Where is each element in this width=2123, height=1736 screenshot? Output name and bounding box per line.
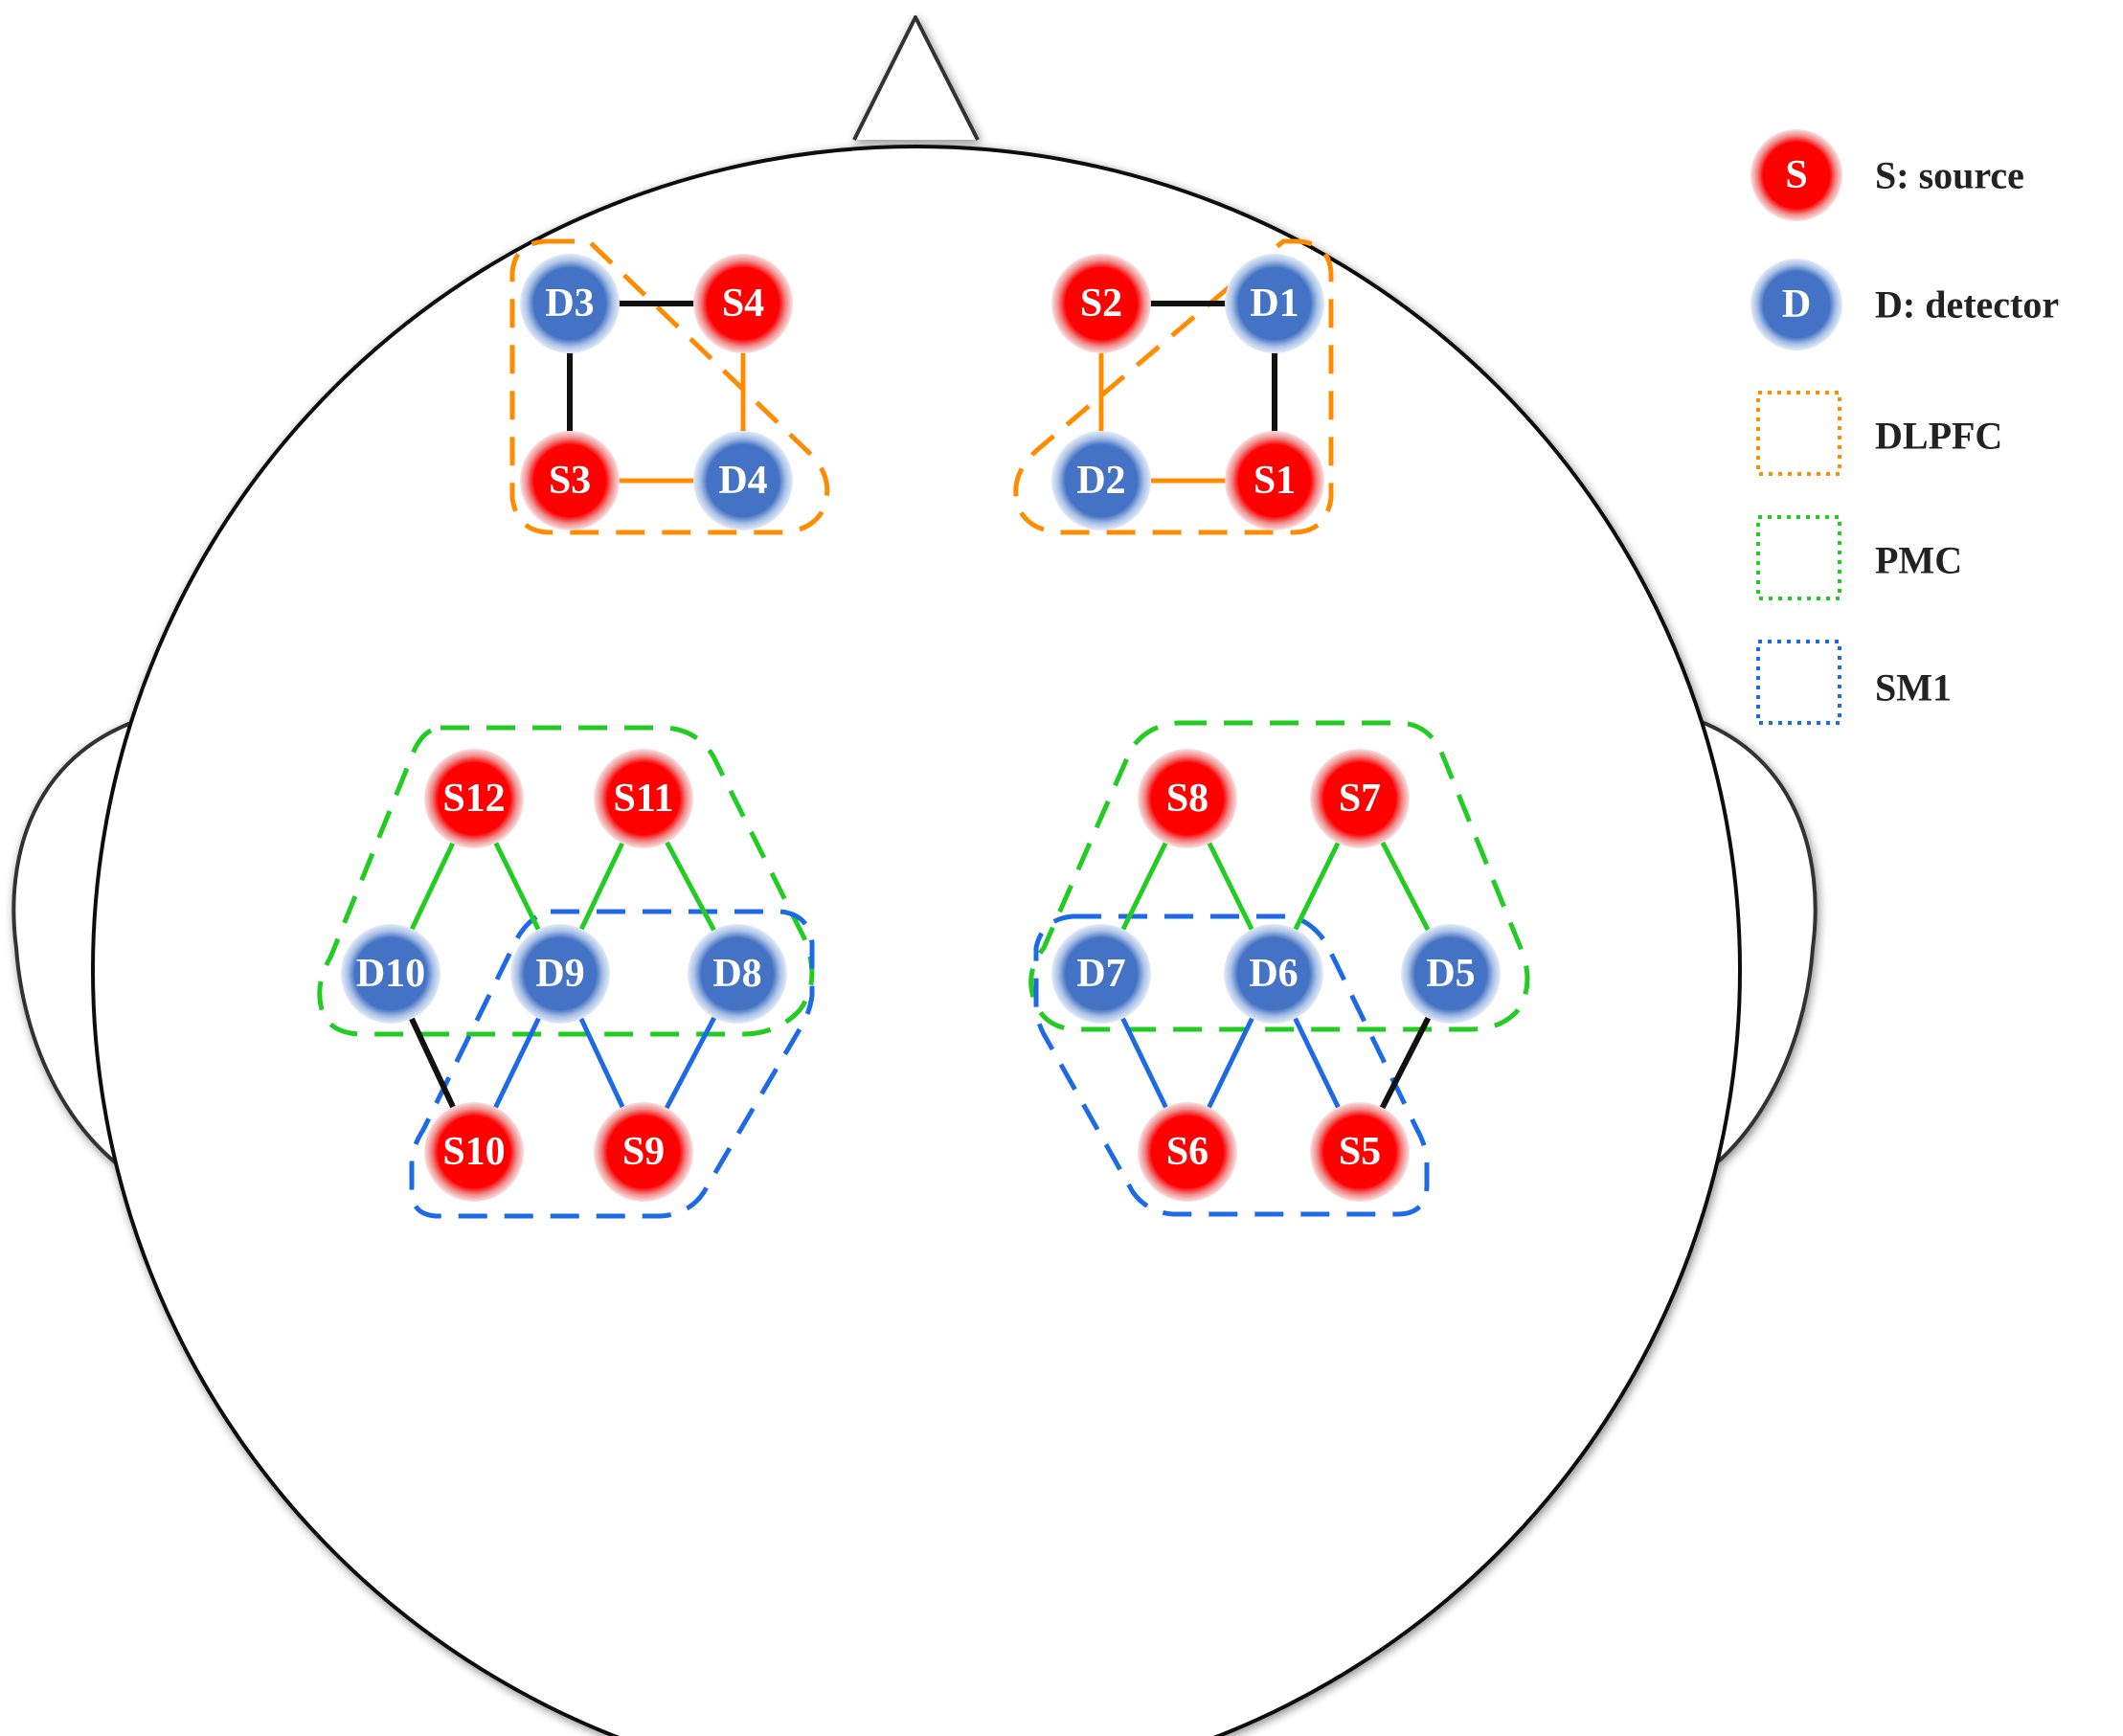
legend-source-label: S: source	[1875, 154, 2024, 197]
detector-d9: D9	[510, 924, 610, 1024]
source-s8: S8	[1138, 749, 1237, 848]
node-label: S9	[622, 1130, 665, 1174]
detector-marker	[1051, 431, 1151, 530]
node-label: S8	[1166, 777, 1208, 821]
detector-marker	[693, 431, 793, 530]
detector-d3: D3	[520, 254, 620, 353]
legend-sm1-swatch	[1756, 640, 1841, 725]
detector-d7: D7	[1051, 924, 1151, 1024]
source-marker	[1310, 1102, 1410, 1202]
detector-marker	[520, 254, 620, 353]
nose	[852, 15, 980, 141]
legend-pmc: PMC	[1756, 515, 1962, 600]
region-outlines	[317, 238, 1530, 1219]
node-label: D8	[712, 952, 761, 996]
detector-d4: D4	[693, 431, 793, 530]
detector-marker	[510, 924, 610, 1024]
source-marker	[424, 749, 524, 848]
detector-d6: D6	[1224, 924, 1323, 1024]
detector-d1: D1	[1225, 254, 1324, 353]
detector-d2: D2	[1051, 431, 1151, 530]
node-label: S12	[442, 777, 505, 821]
detector-d5: D5	[1401, 924, 1501, 1024]
node-label: S6	[1166, 1130, 1208, 1174]
source-marker	[1138, 749, 1237, 848]
legend-detector-marker	[1750, 259, 1842, 350]
source-marker	[424, 1102, 524, 1202]
detector-d8: D8	[688, 924, 787, 1024]
node-label: D10	[356, 952, 425, 996]
detector-marker	[1051, 924, 1151, 1024]
node-label: S1	[1253, 459, 1296, 503]
node-label: S2	[1080, 282, 1122, 326]
node-label: D1	[1250, 282, 1299, 326]
sm1-outline-left	[409, 909, 815, 1219]
legend-detector-symbol: D	[1782, 282, 1811, 327]
node-label: D5	[1426, 952, 1475, 996]
detector-marker	[1224, 924, 1323, 1024]
legend-source: S S: source	[1750, 129, 2024, 221]
source-s12: S12	[424, 749, 524, 848]
legend-dlpfc-swatch	[1756, 391, 1841, 476]
node-label: S4	[722, 282, 764, 326]
source-s2: S2	[1051, 254, 1151, 353]
legend-sm1-label: SM1	[1875, 666, 1952, 710]
source-marker	[594, 1102, 693, 1202]
legend-pmc-swatch	[1756, 515, 1841, 600]
source-marker	[1310, 749, 1410, 848]
legend-pmc-label: PMC	[1875, 539, 1962, 582]
source-s6: S6	[1138, 1102, 1237, 1202]
detector-marker	[1225, 254, 1324, 353]
source-s7: S7	[1310, 749, 1410, 848]
detector-marker	[1401, 924, 1501, 1024]
node-label: D7	[1076, 952, 1125, 996]
legend-dlpfc-label: DLPFC	[1875, 415, 2002, 458]
detector-marker	[688, 924, 787, 1024]
dlpfc-outline-left	[509, 238, 830, 535]
source-s5: S5	[1310, 1102, 1410, 1202]
node-label: D2	[1076, 459, 1125, 503]
source-marker	[693, 254, 793, 353]
legend-sm1: SM1	[1756, 640, 1952, 725]
source-marker	[1225, 431, 1324, 530]
legend-source-marker	[1750, 129, 1842, 221]
node-label: D3	[545, 282, 594, 326]
sm1-outline-right	[1033, 913, 1430, 1217]
source-s9: S9	[594, 1102, 693, 1202]
source-s3: S3	[520, 431, 620, 530]
source-s10: S10	[424, 1102, 524, 1202]
source-s1: S1	[1225, 431, 1324, 530]
source-marker	[1138, 1102, 1237, 1202]
source-marker	[520, 431, 620, 530]
node-label: D4	[718, 459, 767, 503]
dlpfc-outline-right	[1013, 238, 1334, 535]
node-label: S3	[549, 459, 591, 503]
legend: S S: source D D: detector DLPFC PMC SM1	[1750, 129, 2059, 725]
source-marker	[1051, 254, 1151, 353]
node-label: S7	[1339, 777, 1381, 821]
pmc-outline-left	[317, 725, 815, 1037]
node-label: S11	[613, 777, 673, 821]
detector-d10: D10	[341, 924, 440, 1024]
node-label: D6	[1249, 952, 1298, 996]
source-marker	[594, 749, 693, 848]
node-label: S5	[1339, 1130, 1381, 1174]
scalp-circle	[91, 145, 1742, 1736]
node-label: D9	[535, 952, 584, 996]
source-s11: S11	[594, 749, 693, 848]
legend-detector-label: D: detector	[1875, 283, 2059, 327]
pmc-outline-right	[1028, 720, 1530, 1032]
legend-dlpfc: DLPFC	[1756, 391, 2002, 476]
head-outline	[11, 15, 1818, 1736]
legend-detector: D D: detector	[1750, 259, 2059, 350]
source-s4: S4	[693, 254, 793, 353]
node-label: S10	[442, 1130, 505, 1174]
detector-marker	[341, 924, 440, 1024]
legend-source-symbol: S	[1785, 153, 1807, 197]
